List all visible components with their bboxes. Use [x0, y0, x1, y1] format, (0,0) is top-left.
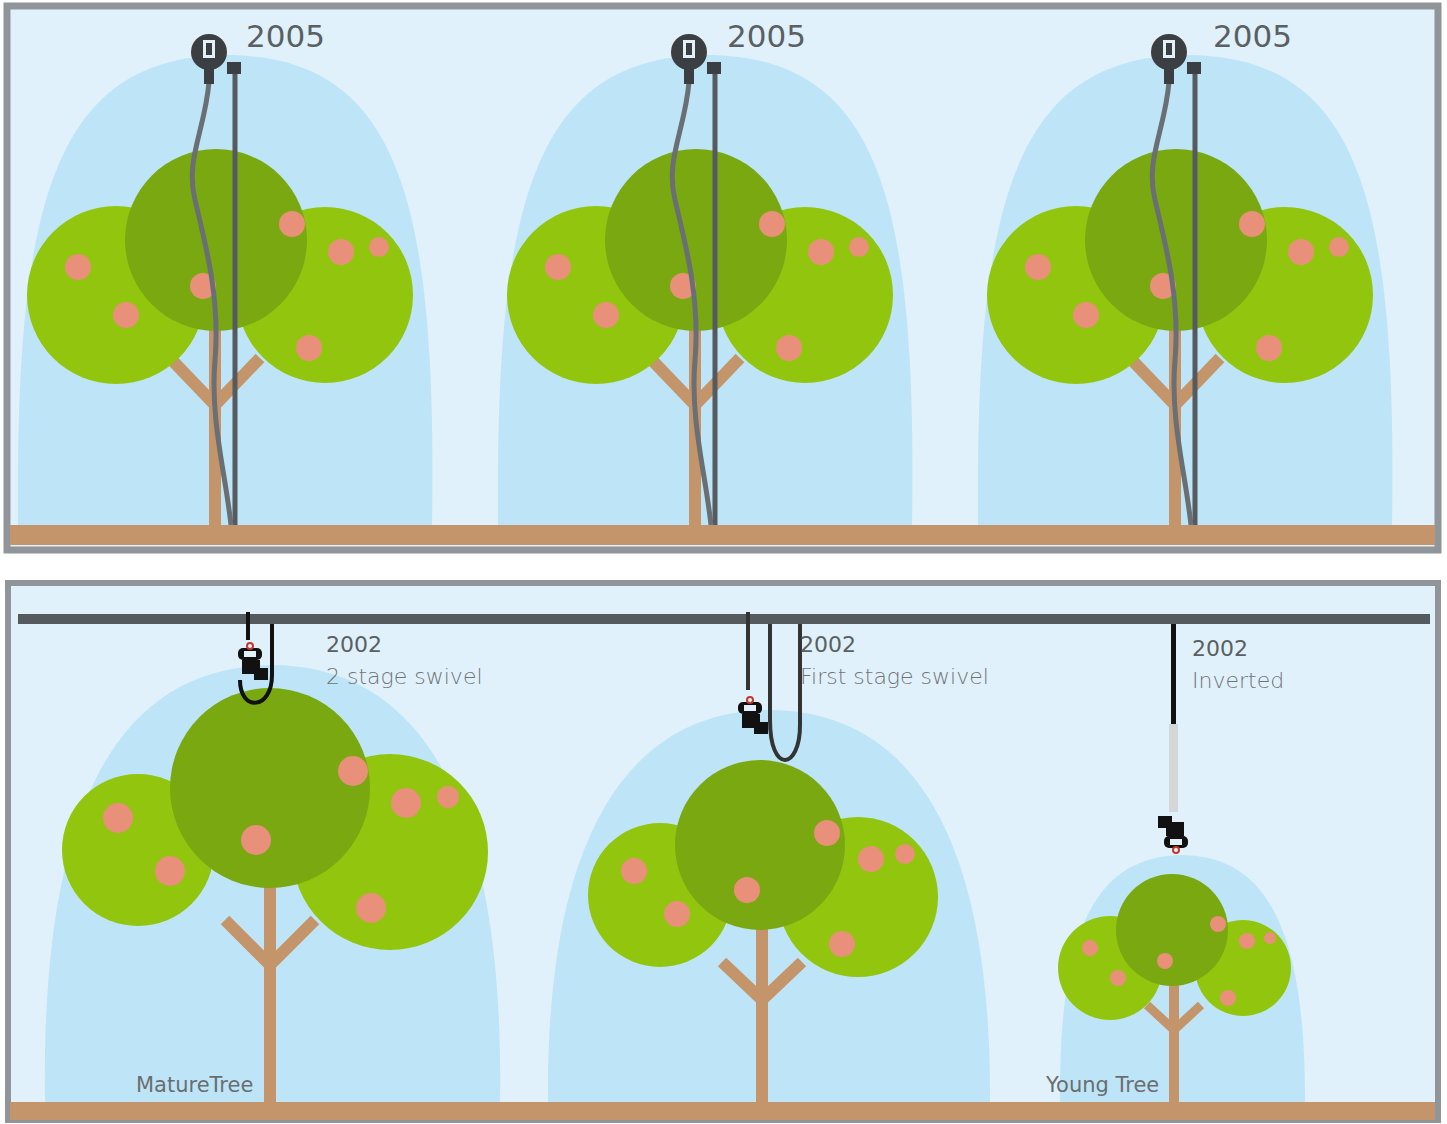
year-label: 2002: [1192, 636, 1248, 661]
year-label: 2002: [800, 632, 856, 657]
year-label: 2002: [326, 632, 382, 657]
mount-label: Inverted: [1192, 668, 1284, 693]
tree-label: MatureTree: [136, 1073, 253, 1097]
year-label: 2005: [1213, 19, 1292, 55]
swivel-label: First stage swivel: [800, 664, 989, 689]
year-label: 2005: [246, 19, 325, 55]
tree-label: Young Tree: [1046, 1073, 1159, 1097]
swivel-label: 2 stage swivel: [326, 664, 483, 689]
year-label: 2005: [727, 19, 806, 55]
